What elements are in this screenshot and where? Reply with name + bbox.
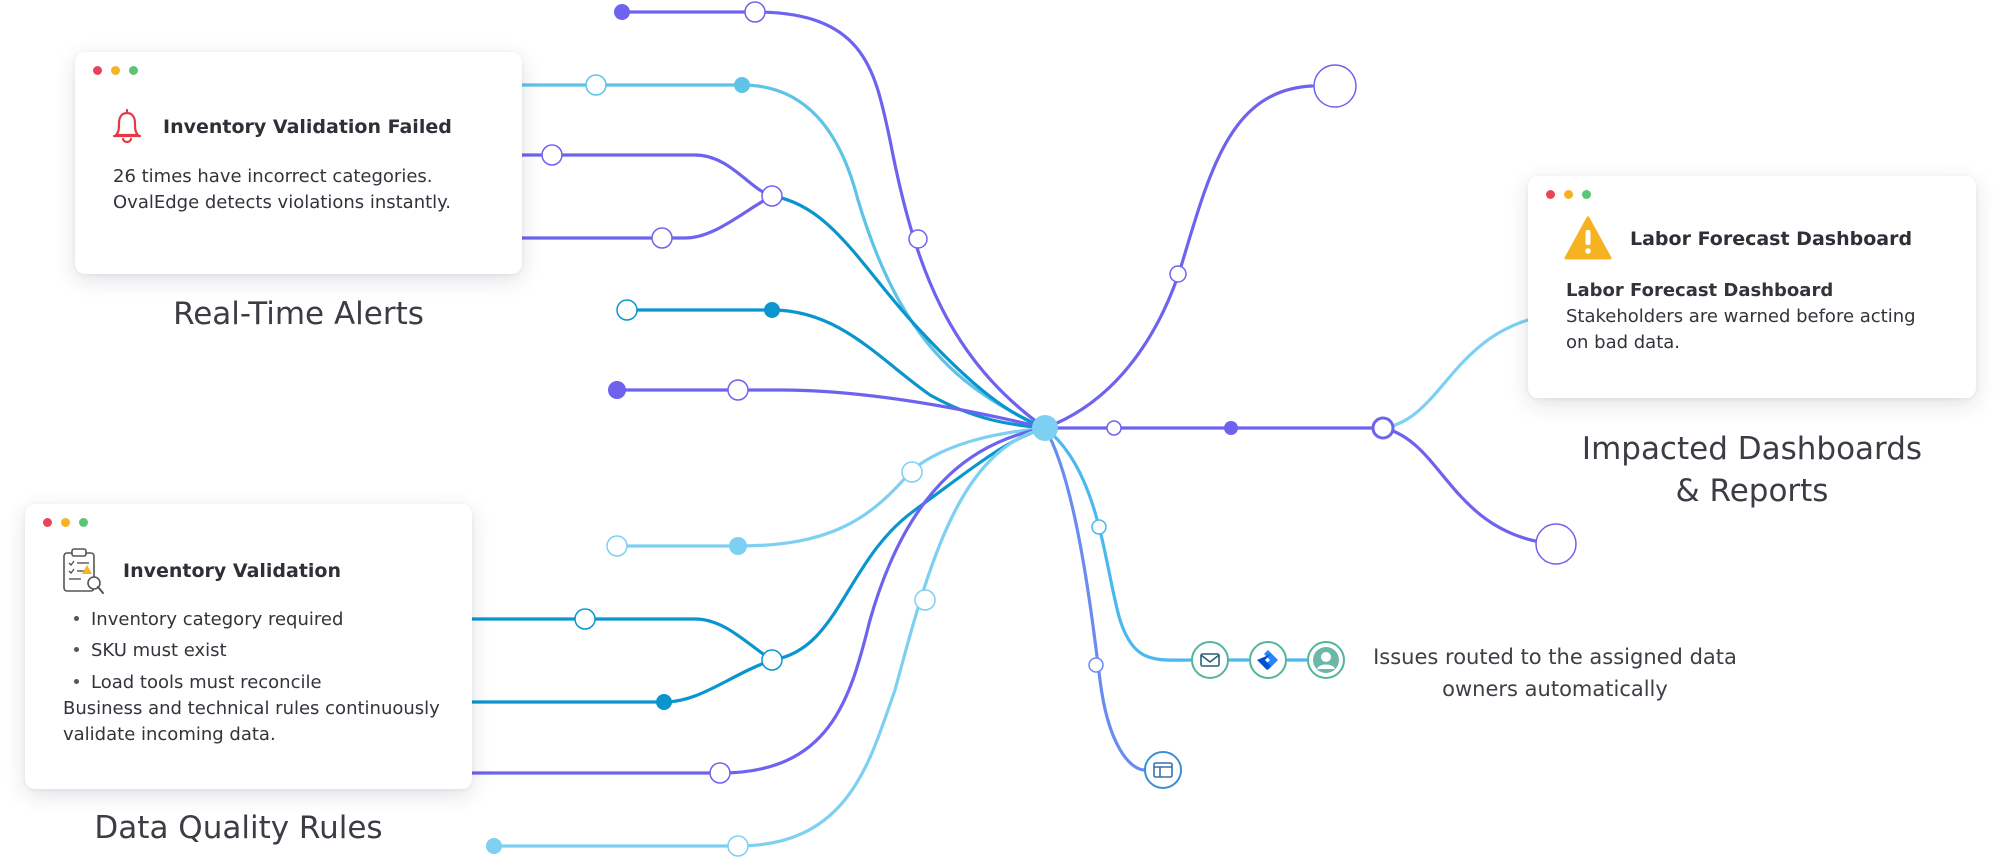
data-quality-rules-label: Data Quality Rules [94,810,383,846]
real-time-alerts-label: Real-Time Alerts [173,296,424,332]
rules-footer-line-2: validate incoming data. [63,724,276,745]
warning-triangle-icon [1564,216,1612,264]
window-dots [1546,190,1591,199]
impacted-dashboards-label: Impacted Dashboards & Reports [1528,428,1976,512]
rule-item: Load tools must reconcile [74,672,322,693]
window-dots [93,66,138,75]
rules-footer-line-1: Business and technical rules continuousl… [63,698,440,719]
rule-item-label: Load tools must reconcile [91,672,322,693]
routing-description: Issues routed to the assigned data owner… [1355,641,1755,705]
dashboard-line-1: Stakeholders are warned before acting [1566,306,1916,327]
user-avatar-icon[interactable] [1307,641,1345,679]
rule-item: SKU must exist [74,640,227,661]
alert-line-2: OvalEdge detects violations instantly. [113,192,451,213]
alert-title: Inventory Validation Failed [163,116,452,138]
mail-icon[interactable] [1191,641,1229,679]
jira-icon[interactable] [1249,641,1287,679]
impacted-dashboards-line-1: Impacted Dashboards [1581,431,1923,467]
alert-description: 26 times have incorrect categories. Oval… [113,164,451,216]
alert-card: Inventory Validation Failed 26 times hav… [75,52,522,274]
dashboard-subtitle: Labor Forecast Dashboard [1566,280,1834,301]
rule-item-label: SKU must exist [91,640,227,661]
dashboard-description: Labor Forecast Dashboard Stakeholders ar… [1566,278,1916,356]
rule-item: Inventory category required [74,609,343,630]
dashboard-title: Labor Forecast Dashboard [1630,228,1913,250]
window-dots [43,518,88,527]
rules-description: Business and technical rules continuousl… [63,696,440,748]
table-icon[interactable] [1144,751,1182,789]
alert-line-1: 26 times have incorrect categories. [113,166,433,187]
bell-icon [110,108,144,150]
clipboard-checklist-icon [61,547,105,599]
routing-line-2: owners automatically [1442,677,1668,701]
impacted-dashboards-line-2: & Reports [1675,473,1829,509]
dashboard-line-2: on bad data. [1566,332,1681,353]
rule-item-label: Inventory category required [91,609,344,630]
rules-card: Inventory Validation Inventory category … [25,504,472,789]
routing-line-1: Issues routed to the assigned data [1373,645,1737,669]
dashboard-card: Labor Forecast Dashboard Labor Forecast … [1528,176,1976,398]
rules-title: Inventory Validation [123,560,342,582]
